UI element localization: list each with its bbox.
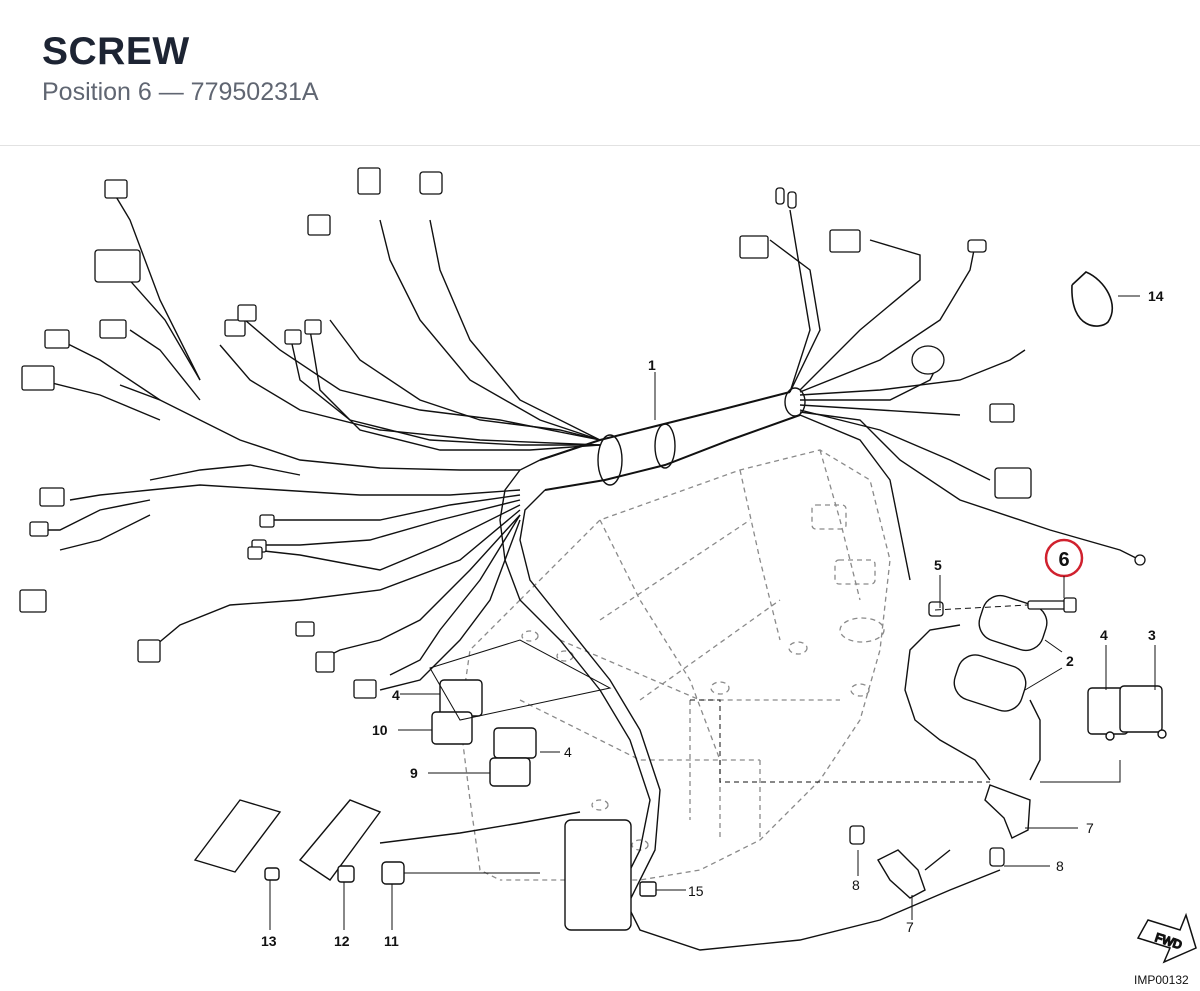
- nut-item-5: [928, 601, 944, 617]
- exploded-parts-diagram: FWD 1 2 3 4 4 4 5 7 7 8 8 9: [19, 167, 1197, 987]
- callout-1: 1: [648, 357, 656, 373]
- leader-lines: [269, 295, 1156, 930]
- callout-3: 3: [1148, 627, 1156, 643]
- ignition-coils: [904, 594, 1048, 781]
- header: SCREW Position 6 — 77950231A: [0, 0, 1200, 146]
- callout-7-right: 7: [1086, 820, 1094, 836]
- callout-7-bottom: 7: [906, 919, 914, 935]
- spark-plug-caps-item-7: [877, 784, 1031, 899]
- control-unit: [564, 819, 657, 931]
- callout-4-mid: 4: [564, 744, 572, 760]
- callout-8-right: 8: [1056, 858, 1064, 874]
- callout-4-right: 4: [1100, 627, 1108, 643]
- callout-14: 14: [1148, 288, 1164, 304]
- callout-9: 9: [410, 765, 418, 781]
- callout-15: 15: [688, 883, 704, 899]
- harness-connectors: [19, 167, 1146, 699]
- highlight-position-6[interactable]: 6: [1044, 538, 1084, 598]
- callout-12: 12: [334, 933, 350, 949]
- callout-4-left: 4: [392, 687, 400, 703]
- callout-11: 11: [384, 933, 399, 949]
- sensors-item-8: [849, 825, 1005, 867]
- drawing-reference: IMP00132: [1134, 973, 1189, 987]
- callout-labels: 1 2 3 4 4 4 5 7 7 8 8 9 10 11 12 13 14 1…: [261, 288, 1164, 949]
- fuse-box-assembly: [193, 799, 581, 885]
- callout-2: 2: [1066, 653, 1074, 669]
- page-title: SCREW: [42, 30, 190, 73]
- callout-10: 10: [372, 722, 388, 738]
- relays-items-4-9-10: [431, 679, 537, 787]
- forward-arrow: FWD: [1136, 912, 1197, 964]
- callout-13: 13: [261, 933, 277, 949]
- callout-6: 6: [1058, 549, 1069, 571]
- page-subtitle: Position 6 — 77950231A: [42, 78, 319, 106]
- screw-item-6: [1027, 597, 1077, 613]
- cable-clamp-item-14: [1071, 271, 1114, 327]
- main-wiring-harness: [39, 194, 1141, 951]
- relays-items-3-4: [1087, 685, 1167, 741]
- callout-8-left: 8: [852, 877, 860, 893]
- callout-5: 5: [934, 557, 942, 573]
